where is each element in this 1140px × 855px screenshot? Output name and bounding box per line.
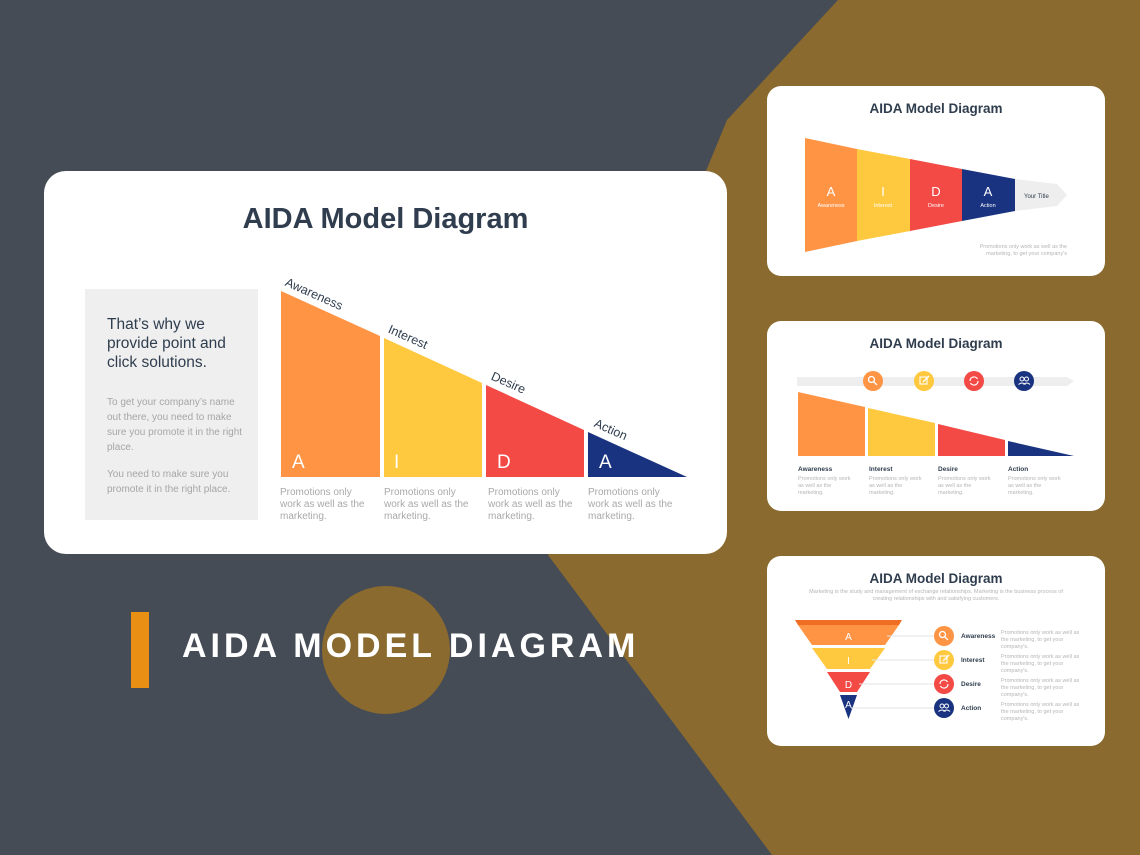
main-slide-title: AIDA Model Diagram [242,203,529,235]
stage-block-desire [486,385,584,477]
funnel-letter-interest: I [881,184,885,199]
funnel-segment-awareness [805,138,857,252]
stage-letter-awareness: A [292,452,305,473]
thumbnail-slide-3[interactable]: AIDA Model Diagram Marketing is the stud… [767,556,1105,746]
intro-paragraph-2: You need to make sure you promote it in … [107,469,231,495]
funnel-letter-d: D [845,680,852,691]
stage-block-action [588,432,687,477]
stage-name-action: Action [1008,466,1029,473]
funnel-layer-interest [812,648,885,669]
stage-desc-awareness: Promotions only work as well as the mark… [280,487,365,522]
tip-label: Your Title [1024,194,1049,200]
thumbnail-3-title: AIDA Model Diagram [869,571,1003,586]
stage-desc-action: Promotions only work as well as the mark… [1001,702,1080,722]
funnel-letter-i: I [847,656,850,667]
intro-paragraph-1: To get your company’s name out there, yo… [107,397,243,453]
stage-name-awareness: Awareness [798,466,833,473]
funnel-letter-awareness: A [827,184,836,199]
stage-desc-interest: Promotions only work as well as the mark… [384,487,469,522]
stage-desc-desire: Promotions only work as well as the mark… [938,476,991,496]
thumbnail-1-note: Promotions only work as well as the mark… [979,244,1067,257]
stage-letter-interest: I [394,452,399,473]
search-icon [934,626,954,646]
stage-desc-action: Promotions only work as well as the mark… [1008,476,1061,496]
stage-block-interest [384,338,482,477]
stage-desc-desire: Promotions only work as well as the mark… [1001,678,1080,698]
stage-desc-awareness: Promotions only work as well as the mark… [798,476,851,496]
thumbnail-3-subtitle: Marketing is the study and management of… [809,589,1063,602]
stage-name-desire: Desire [961,681,981,688]
stage-block-awareness [281,291,380,477]
funnel-letter-a: A [845,632,852,643]
funnel-name-action: Action [980,203,995,209]
stage-name-desire: Desire [938,466,958,473]
funnel-letter-desire: D [931,184,940,199]
inverted-funnel: A I D A [795,620,954,719]
thumbnail-2-title: AIDA Model Diagram [869,336,1003,351]
funnel-segment-action [962,169,1015,221]
banner-heading: AIDA MODEL DIAGRAM [182,627,640,665]
aida-wedge-diagram: A I D A [281,291,687,477]
thumbnail-1-title: AIDA Model Diagram [869,101,1003,116]
funnel-layer-awareness [798,625,899,645]
stage-desc-action: Promotions only work as well as the mark… [588,487,673,522]
users-icon [1014,371,1034,391]
stage-desc-interest: Promotions only work as well as the mark… [1001,654,1080,674]
edit-icon [934,650,954,670]
funnel-layer-action [840,695,857,719]
stage-desc-desire: Promotions only work as well as the mark… [488,487,573,522]
thumbnail-slide-1[interactable]: AIDA Model Diagram A Awareness I Interes… [767,86,1105,276]
funnel-name-desire: Desire [928,203,944,209]
stage-letter-action: A [599,452,612,473]
accent-bar [131,612,149,688]
stage-letter-desire: D [497,452,511,473]
wedge-awareness [798,392,865,456]
wedge-with-icons [797,371,1074,456]
stage-name-awareness: Awareness [961,633,996,640]
stage-name-interest: Interest [869,466,893,473]
refresh-icon [964,371,984,391]
main-slide-card[interactable]: AIDA Model Diagram That’s why we provide… [44,171,727,554]
stage-desc-awareness: Promotions only work as well as the mark… [1001,630,1080,650]
search-icon [863,371,883,391]
funnel-letter-a2: A [845,700,852,711]
funnel-layer-desire [827,672,870,692]
horizontal-funnel: A Awareness I Interest D Desire A Action… [805,138,1067,252]
tip-arrow [1015,179,1067,211]
wedge-action [1008,441,1074,456]
refresh-icon [934,674,954,694]
thumbnail-slide-2[interactable]: AIDA Model Diagram Awareness [767,321,1105,511]
funnel-segment-desire [910,159,962,231]
accent-circle [322,586,450,714]
intro-heading: That’s why we provide point and click so… [107,316,226,371]
stage-desc-interest: Promotions only work as well as the mark… [869,476,922,496]
intro-panel: That’s why we provide point and click so… [85,289,258,520]
wedge-interest [868,408,935,456]
funnel-segment-interest [857,149,910,241]
users-icon [934,698,954,718]
stage-name-action: Action [961,705,982,712]
stage-name-interest: Interest [961,657,985,664]
funnel-name-interest: Interest [874,203,893,209]
funnel-letter-action: A [984,184,993,199]
wedge-desire [938,424,1005,456]
funnel-top-rim [795,620,902,625]
funnel-name-awareness: Awareness [817,203,844,209]
edit-icon [914,371,934,391]
